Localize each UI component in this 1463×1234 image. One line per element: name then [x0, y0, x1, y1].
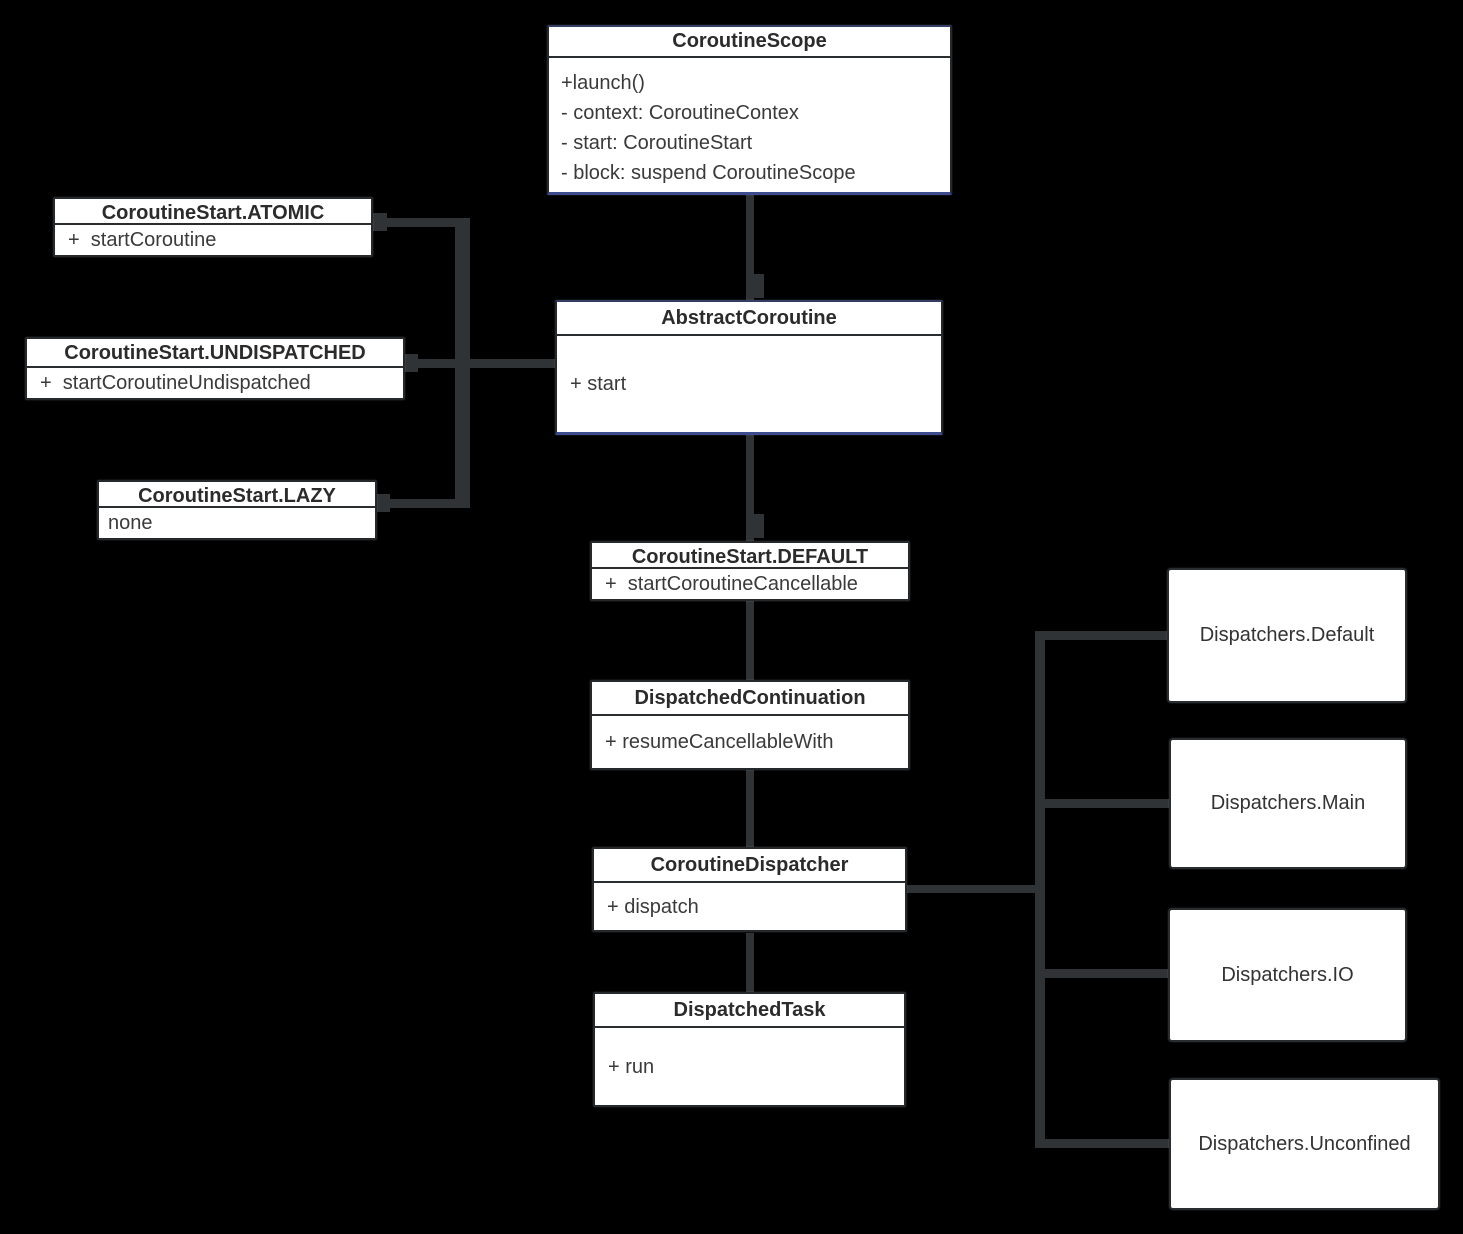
connector-branch-atomic — [373, 218, 470, 227]
node-label: Dispatchers.Unconfined — [1198, 1132, 1411, 1155]
arrowhead-undispatched — [402, 354, 418, 372]
arrowhead-abstract — [748, 274, 764, 298]
class-member: - start: CoroutineStart — [561, 132, 753, 154]
connector-branch-dispatchers-unconfined — [1035, 1139, 1169, 1148]
connector-branch-dispatchers-main — [1035, 799, 1169, 808]
class-member: none — [108, 512, 153, 534]
class-node-coroutinestart-undispatched[interactable]: CoroutineStart.UNDISPATCHED + startCorou… — [25, 337, 405, 400]
node-dispatchers-main[interactable]: Dispatchers.Main — [1169, 738, 1407, 869]
class-title: CoroutineScope — [549, 27, 950, 58]
class-title: CoroutineDispatcher — [594, 849, 905, 883]
class-node-coroutinestart-lazy[interactable]: CoroutineStart.LAZY none — [97, 480, 377, 540]
class-member: +launch() — [561, 72, 645, 94]
connector-default-to-continuation — [746, 601, 754, 681]
class-member: + startCoroutineCancellable — [605, 573, 858, 595]
connector-abstract-to-default — [746, 435, 754, 542]
class-member: + dispatch — [607, 895, 699, 918]
class-node-abstract-coroutine[interactable]: AbstractCoroutine + start — [555, 300, 943, 435]
class-node-dispatched-continuation[interactable]: DispatchedContinuation + resumeCancellab… — [590, 680, 910, 770]
connector-branch-lazy — [377, 499, 470, 508]
connector-dispatcher-to-trunk — [907, 885, 1045, 893]
connector-scope-to-abstract — [746, 195, 754, 301]
class-member: + run — [608, 1055, 655, 1078]
class-node-coroutine-dispatcher[interactable]: CoroutineDispatcher + dispatch — [592, 847, 907, 932]
connector-branch-undispatched — [405, 359, 556, 368]
class-title: CoroutineStart.ATOMIC — [55, 199, 371, 225]
arrowhead-default — [748, 514, 764, 538]
connector-dispatcher-to-task — [746, 933, 754, 994]
connector-right-trunk — [1035, 631, 1045, 1148]
class-node-dispatched-task[interactable]: DispatchedTask + run — [593, 992, 906, 1107]
arrowhead-atomic — [371, 213, 387, 231]
class-title: DispatchedContinuation — [592, 682, 908, 716]
node-label: Dispatchers.Main — [1210, 792, 1366, 814]
arrowhead-lazy — [374, 494, 390, 512]
class-title: CoroutineStart.UNDISPATCHED — [27, 339, 403, 368]
class-title: CoroutineStart.DEFAULT — [592, 543, 908, 569]
connector-continuation-to-dispatcher — [746, 768, 754, 848]
node-dispatchers-default[interactable]: Dispatchers.Default — [1167, 568, 1407, 703]
node-label: Dispatchers.IO — [1221, 963, 1354, 986]
node-label: Dispatchers.Default — [1199, 624, 1375, 646]
class-member: - context: CoroutineContex — [561, 102, 799, 124]
class-title: CoroutineStart.LAZY — [99, 482, 375, 508]
node-dispatchers-unconfined[interactable]: Dispatchers.Unconfined — [1169, 1078, 1440, 1210]
connector-branch-dispatchers-default — [1035, 631, 1167, 640]
class-node-coroutinestart-atomic[interactable]: CoroutineStart.ATOMIC + startCoroutine — [53, 197, 373, 257]
class-title: AbstractCoroutine — [557, 302, 941, 336]
class-title: DispatchedTask — [595, 994, 904, 1028]
connector-branch-dispatchers-io — [1035, 969, 1168, 978]
node-dispatchers-io[interactable]: Dispatchers.IO — [1168, 908, 1407, 1042]
class-node-coroutinestart-default[interactable]: CoroutineStart.DEFAULT + startCoroutineC… — [590, 541, 910, 601]
class-member: + startCoroutine — [68, 229, 217, 251]
class-member: + start — [570, 373, 627, 395]
class-node-coroutine-scope[interactable]: CoroutineScope +launch() - context: Coro… — [547, 25, 952, 195]
class-member: + startCoroutineUndispatched — [40, 372, 311, 394]
class-member: + resumeCancellableWith — [605, 731, 834, 753]
class-member: - block: suspend CoroutineScope — [561, 162, 856, 184]
